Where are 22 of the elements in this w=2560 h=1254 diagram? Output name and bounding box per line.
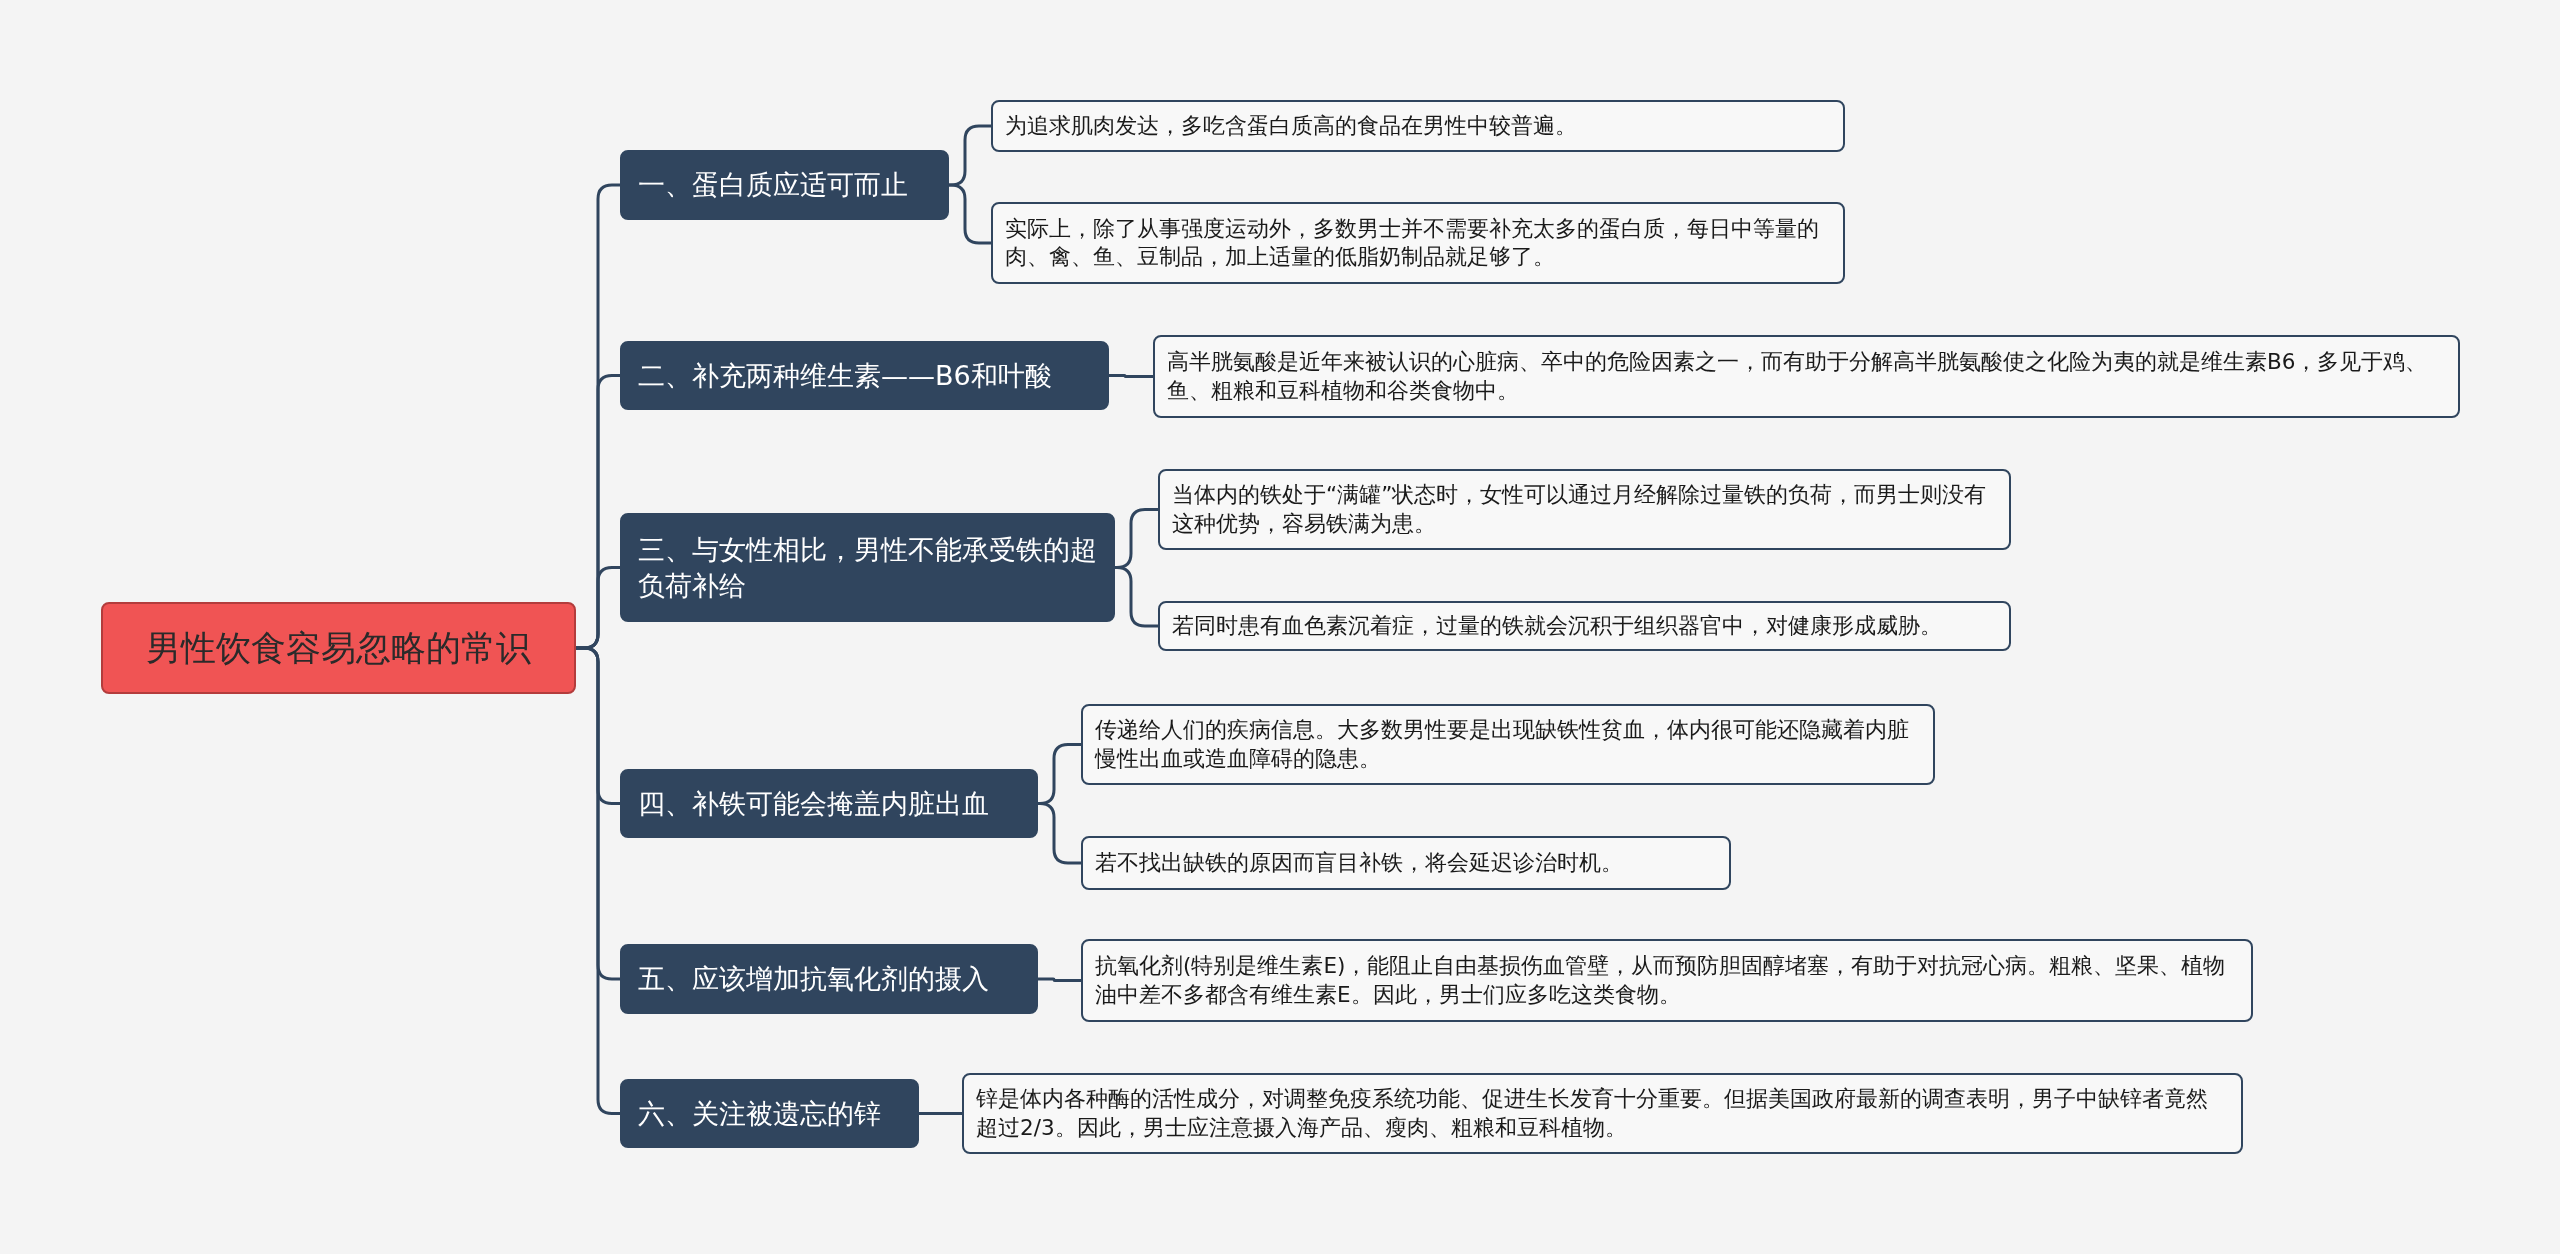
note-box: 实际上，除了从事强度运动外，多数男士并不需要补充太多的蛋白质，每日中等量的肉、禽、鱼、豆制品，加上适量的低脂奶制品就足够了。 [991,202,1845,284]
note-box: 当体内的铁处于“满罐”状态时，女性可以通过月经解除过量铁的负荷，而男士则没有这种优势，容易铁满为患。 [1158,469,2011,550]
topic-box: 五、应该增加抗氧化剂的摄入 [620,944,1038,1014]
note-box: 锌是体内各种酶的活性成分，对调整免疫系统功能、促进生长发育十分重要。但据美国政府最新的调查表明，男子中缺锌者竟然超过2/3。因此，男士应注意摄入海产品、瘦肉、粗粮和豆科植物。 [962,1073,2243,1154]
note-box: 若同时患有血色素沉着症，过量的铁就会沉积于组织器官中，对健康形成威胁。 [1158,601,2011,651]
connector-line [1114,566,1158,628]
topic-box: 一、蛋白质应适可而止 [620,150,949,220]
note-box: 传递给人们的疾病信息。大多数男性要是出现缺铁性贫血，体内很可能还隐藏着内脏慢性出血或造血障碍的隐患。 [1081,704,1935,785]
central-topic-box: 男性饮食容易忽略的常识 [101,602,576,694]
note-box: 若不找出缺铁的原因而盲目补铁，将会延迟诊治时机。 [1081,836,1731,890]
connector-line [919,1112,962,1115]
connector-line [1038,977,1081,982]
note-box: 抗氧化剂(特别是维生素E)，能阻止自由基损伤血管壁，从而预防胆固醇堵塞，有助于对抗冠心病。粗粮、坚果、植物油中差不多都含有维生素E。因此，男士们应多吃这类食物。 [1081,939,2253,1022]
topic-box: 四、补铁可能会掩盖内脏出血 [620,769,1038,838]
connector-line [1037,802,1081,865]
topic-box: 六、关注被遗忘的锌 [620,1079,919,1148]
topic-box: 三、与女性相比，男性不能承受铁的超负荷补给 [620,513,1115,622]
connector-line [576,646,620,1115]
note-box: 为追求肌肉发达，多吃含蛋白质高的食品在男性中较普遍。 [991,100,1845,152]
topic-box: 二、补充两种维生素——B6和叶酸 [620,341,1109,410]
note-box: 高半胱氨酸是近年来被认识的心脏病、卒中的危险因素之一，而有助于分解高半胱氨酸使之化险为夷的就是维生素B6，多见于鸡、鱼、粗粮和豆科植物和谷类食物中。 [1153,335,2460,418]
connector-line [1109,374,1153,378]
